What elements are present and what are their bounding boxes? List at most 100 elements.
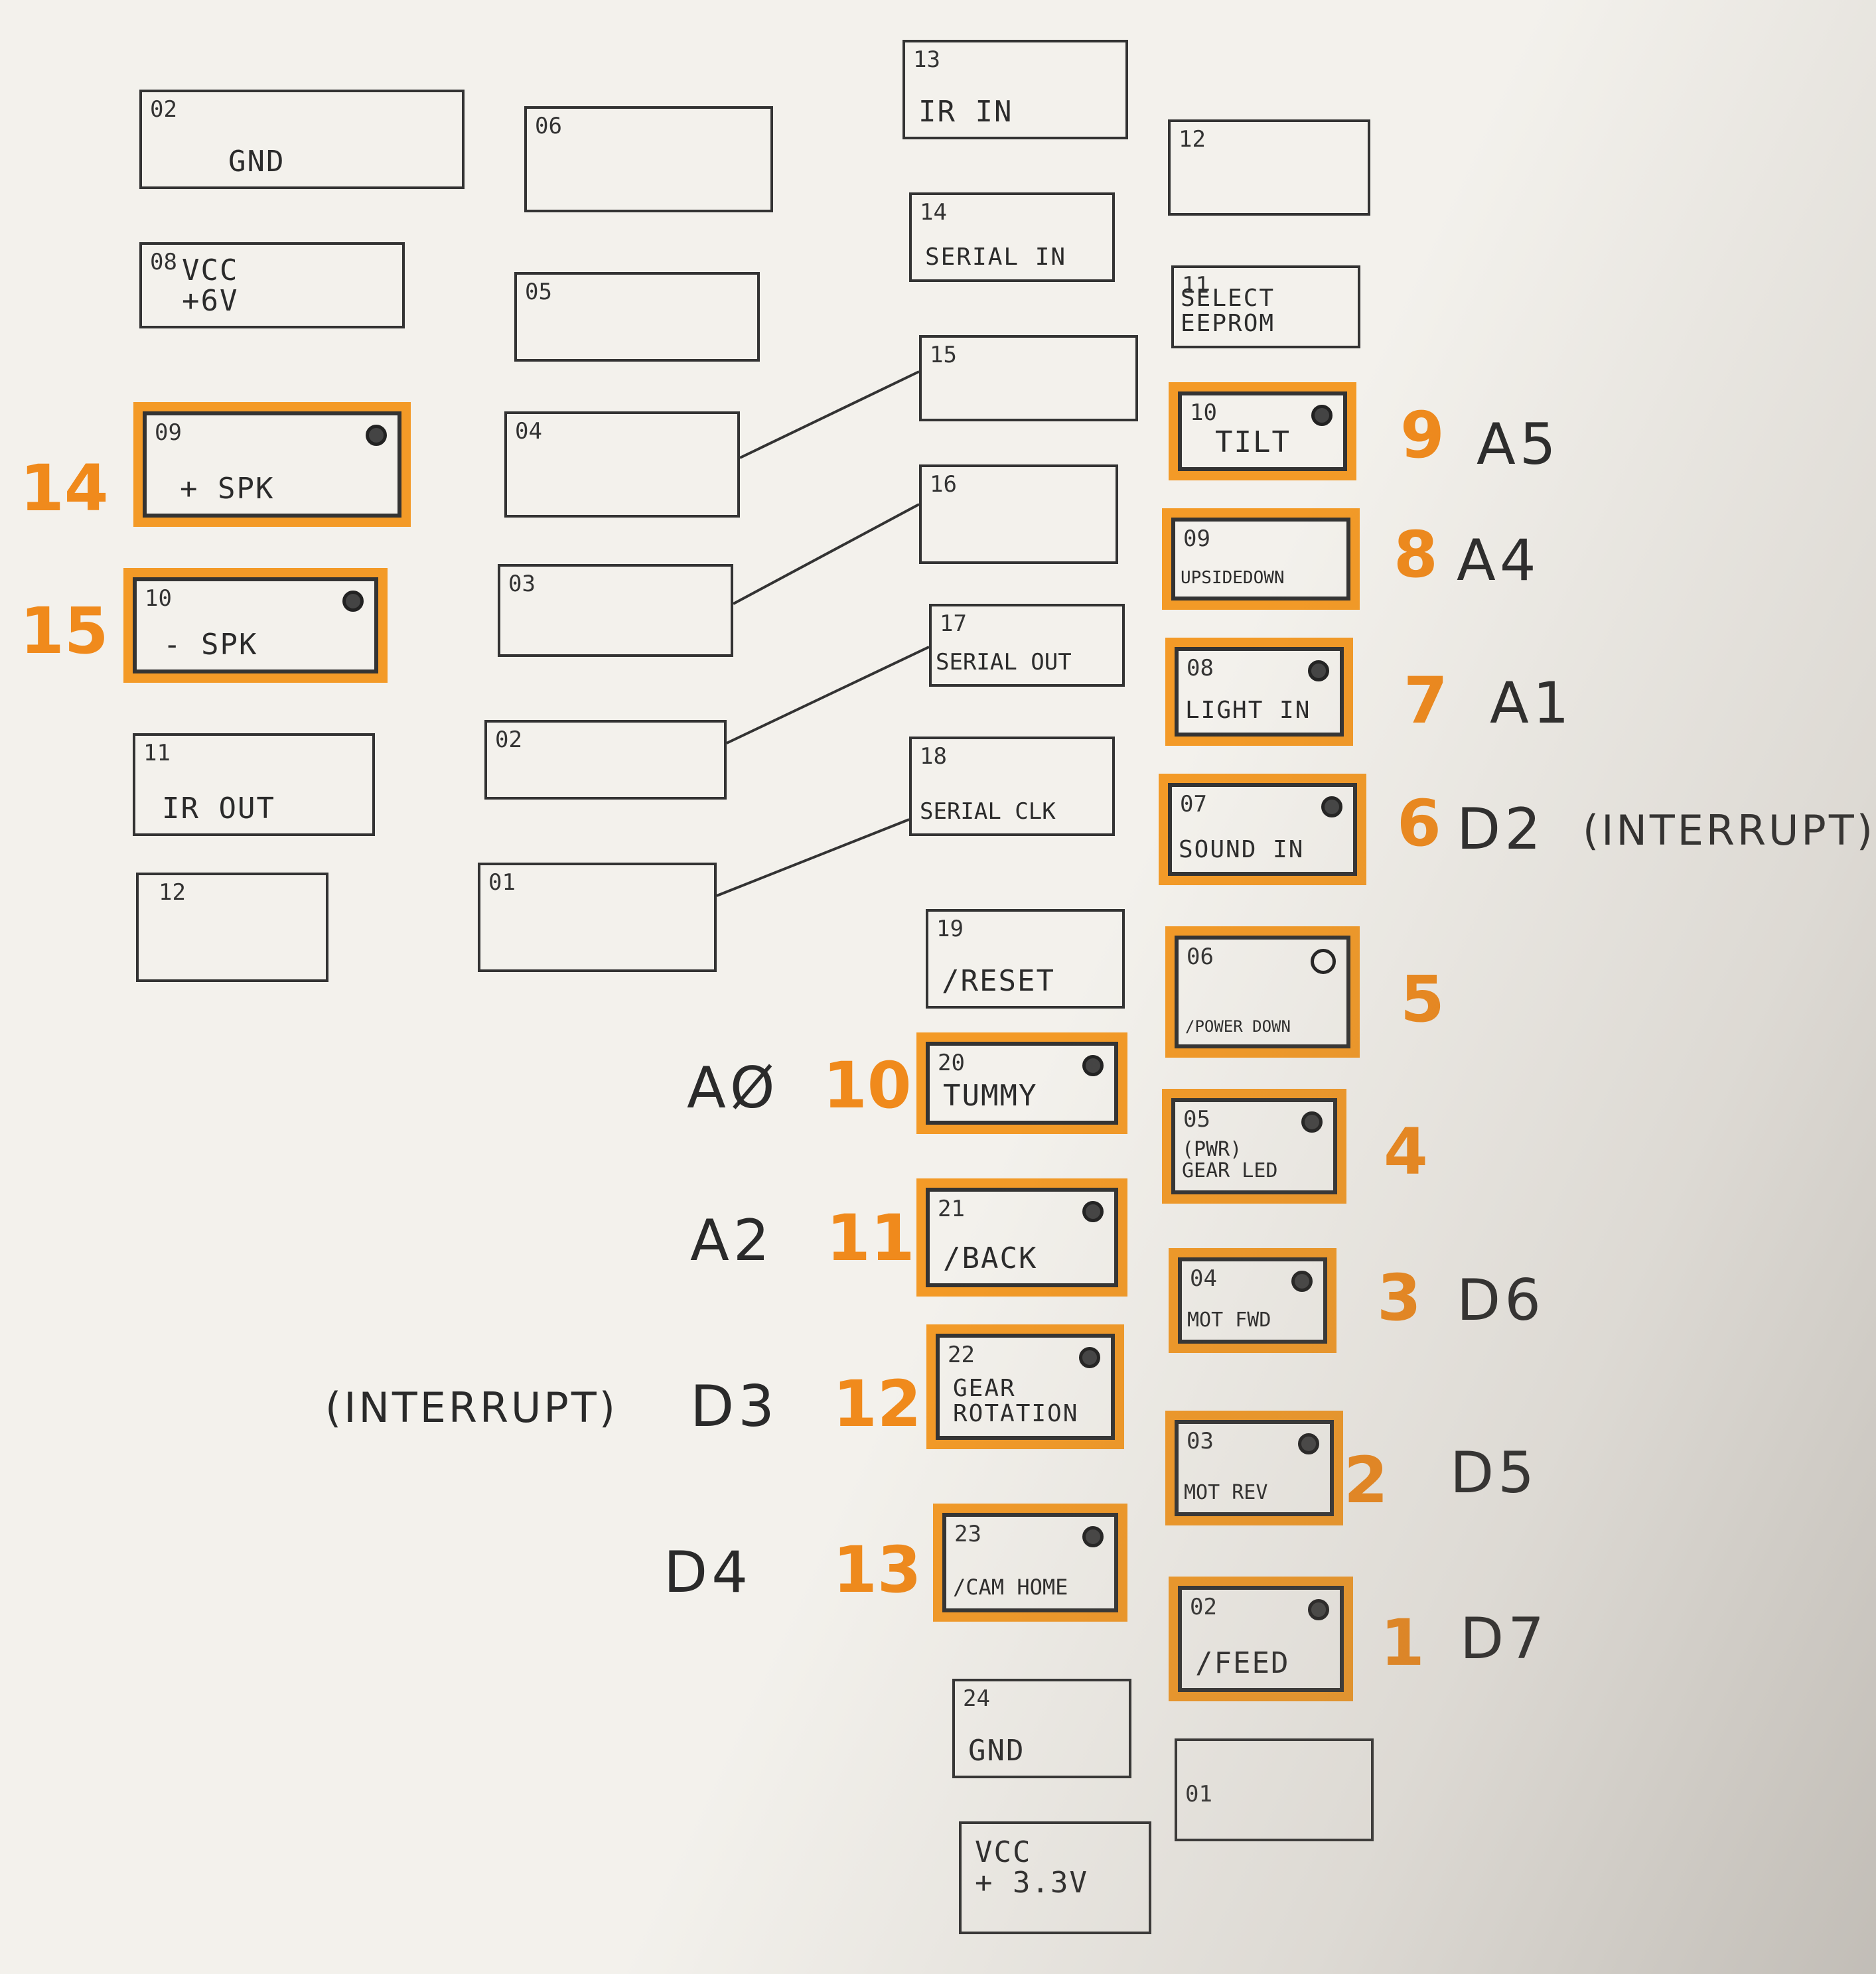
pin-label: /POWER DOWN — [1185, 1017, 1291, 1036]
pin-number: 22 — [948, 1342, 975, 1368]
pin-number: 14 — [920, 199, 947, 226]
pin-number: 03 — [1187, 1428, 1214, 1454]
pin-10-tilt: 10 TILT — [1178, 391, 1347, 471]
arduino-pin-4: 4 — [1384, 1115, 1428, 1189]
arduino-pin-9: 9 — [1400, 398, 1445, 472]
pin-number: 03 — [508, 571, 536, 597]
pin-number: 11 — [1182, 272, 1209, 299]
pin-number: 02 — [1190, 1594, 1217, 1620]
note-d6: D6 — [1457, 1267, 1545, 1334]
arduino-pin-14: 14 — [20, 451, 109, 526]
arduino-pin-8: 8 — [1394, 518, 1438, 592]
pin-06-col2: 06 — [524, 106, 773, 212]
pin-label: GND — [968, 1733, 1025, 1768]
marker-dot — [366, 425, 387, 446]
marker-dot — [1082, 1526, 1104, 1547]
pin-number: 18 — [920, 743, 947, 770]
pin-09-plus-spk: 09 + SPK — [143, 411, 401, 518]
marker-dot — [1308, 1599, 1329, 1620]
note-d7: D7 — [1460, 1606, 1548, 1672]
pin-number: 24 — [963, 1685, 990, 1712]
marker-dot — [1082, 1055, 1104, 1076]
pin-13-ir-in: 13 IR IN — [902, 40, 1128, 139]
pin-01-col2: 01 — [478, 863, 717, 972]
note-a1: A1 — [1490, 670, 1573, 737]
pin-number: 06 — [535, 113, 562, 139]
wire-03-16 — [733, 503, 920, 605]
pin-number: 17 — [940, 610, 967, 637]
pin-24-gnd: 24 GND — [952, 1679, 1131, 1778]
pin-14-serial-in: 14 SERIAL IN — [909, 192, 1115, 282]
wire-04-15 — [739, 370, 920, 459]
pin-number: 08 — [150, 249, 177, 275]
pin-label: TUMMY — [943, 1078, 1038, 1113]
arduino-pin-1: 1 — [1380, 1606, 1425, 1680]
note-interrupt-left: (INTERRUPT) — [325, 1383, 618, 1432]
marker-dot — [1308, 660, 1329, 681]
marker-dot — [1079, 1347, 1100, 1368]
arduino-pin-7: 7 — [1404, 664, 1448, 738]
arduino-pin-12: 12 — [833, 1367, 922, 1441]
pin-19-reset: 19 /RESET — [926, 909, 1125, 1009]
note-a4: A4 — [1457, 528, 1540, 594]
note-a2: A2 — [690, 1208, 774, 1274]
pin-number: 02 — [150, 96, 177, 123]
pin-label: GEAR ROTATION — [953, 1375, 1079, 1428]
note-d2: D2 — [1457, 796, 1545, 863]
pin-number: 07 — [1180, 791, 1207, 817]
arduino-pin-11: 11 — [826, 1201, 915, 1275]
pin-number: 12 — [159, 879, 186, 906]
pin-20-tummy: 20 TUMMY — [926, 1042, 1118, 1125]
pin-number: 12 — [1179, 126, 1206, 153]
pin-label: MOT FWD — [1187, 1308, 1271, 1332]
marker-dot — [1298, 1433, 1319, 1454]
wire-01-18 — [716, 818, 910, 897]
pin-label: /CAM HOME — [953, 1575, 1068, 1600]
marker-dot — [1321, 796, 1342, 817]
pin-label: GND — [228, 144, 285, 178]
pin-number: 05 — [1183, 1106, 1210, 1133]
pin-label: UPSIDEDOWN — [1181, 567, 1285, 588]
pin-number: 16 — [930, 471, 957, 498]
pin-18-serial-clk: 18 SERIAL CLK — [909, 737, 1115, 836]
pin-number: 11 — [143, 740, 171, 766]
pin-03-col2: 03 — [498, 564, 733, 657]
marker-dot — [342, 591, 364, 612]
pin-label: (PWR) GEAR LED — [1182, 1138, 1278, 1182]
pin-01-right: 01 — [1175, 1738, 1374, 1841]
pin-number: 10 — [145, 585, 172, 612]
arduino-pin-10: 10 — [823, 1048, 912, 1123]
pin-09-upsidedown: 09 UPSIDEDOWN — [1171, 518, 1350, 600]
marker-dot — [1311, 949, 1336, 974]
pin-number: 19 — [936, 916, 964, 942]
marker-dot — [1311, 405, 1333, 426]
pin-number: 09 — [155, 419, 182, 446]
pin-12-right: 12 — [1168, 119, 1370, 216]
pin-label: LIGHT IN — [1185, 697, 1311, 725]
pin-02-col2: 02 — [484, 720, 727, 800]
pin-number: 01 — [488, 869, 516, 896]
note-a0: AØ — [687, 1055, 779, 1121]
pin-number: 15 — [930, 342, 957, 368]
pin-08-light-in: 08 LIGHT IN — [1175, 647, 1344, 737]
pin-22-gear-rotation: 22 GEAR ROTATION — [936, 1334, 1115, 1440]
pin-11-select-eeprom: 11 SELECT EEPROM — [1171, 265, 1360, 348]
pin-15: 15 — [919, 335, 1138, 421]
pin-number: 23 — [954, 1521, 981, 1547]
pin-07-sound-in: 07 SOUND IN — [1168, 783, 1357, 876]
pin-05-col2: 05 — [514, 272, 760, 362]
pin-25-vcc: 25 VCC + 3.3V — [959, 1821, 1151, 1934]
pin-label: SELECT EEPROM — [1181, 285, 1275, 338]
arduino-pin-6: 6 — [1397, 786, 1441, 861]
pin-number: 05 — [525, 279, 552, 305]
pin-number: 06 — [1187, 944, 1214, 970]
pin-label: MOT REV — [1184, 1480, 1268, 1504]
pin-label: VCC +6V — [182, 253, 239, 318]
pin-number: 09 — [1183, 526, 1210, 552]
pin-label: IR IN — [918, 94, 1013, 129]
pin-number: 10 — [1190, 399, 1217, 426]
pin-number: 08 — [1187, 655, 1214, 681]
pin-12-left: 12 — [136, 873, 328, 982]
pin-number: 04 — [515, 418, 542, 445]
pin-17-serial-out: 17 SERIAL OUT — [929, 604, 1125, 687]
